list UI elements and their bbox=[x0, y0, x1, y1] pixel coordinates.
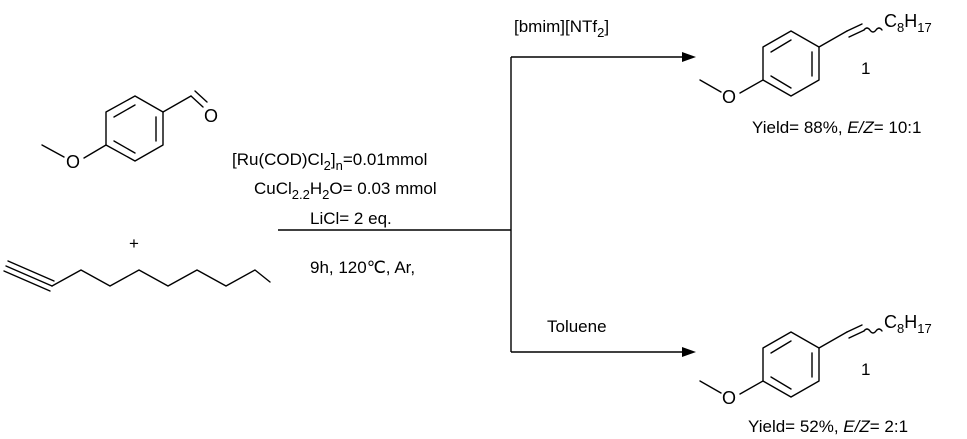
methyl-bond bbox=[41, 144, 65, 158]
plus-sign: + bbox=[129, 234, 139, 253]
decyne-structure bbox=[3, 260, 271, 292]
alkyl-chain bbox=[51, 269, 271, 287]
triple-bond-center bbox=[5, 265, 53, 287]
ring-double-bond bbox=[113, 140, 136, 154]
aryl-ether-bond bbox=[83, 144, 107, 159]
lower-arrowhead bbox=[682, 347, 696, 357]
upper-compound-number: 1 bbox=[861, 59, 870, 78]
product-ether-bond bbox=[739, 79, 764, 94]
upper-ether-oxygen-label: O bbox=[722, 87, 736, 107]
lower-solvent-label: Toluene bbox=[547, 317, 607, 336]
vinyl-double-bond-second bbox=[848, 330, 865, 339]
wavy-bond bbox=[863, 328, 883, 334]
cocatalyst-label: CuCl2.2H2O= 0.03 mmol bbox=[254, 179, 437, 202]
triple-bond-lower bbox=[3, 270, 51, 292]
catalyst-label: [Ru(COD)Cl2]n=0.01mmol bbox=[232, 150, 427, 173]
lower-product-structure: C8H17 O 1 bbox=[699, 312, 932, 408]
ether-oxygen-label: O bbox=[66, 152, 80, 172]
anisaldehyde-structure: O O bbox=[41, 90, 218, 172]
product-methyl-bond bbox=[699, 79, 722, 93]
product-ether-bond bbox=[739, 380, 764, 395]
vinyl-double-bond bbox=[846, 23, 863, 32]
lower-chain-label: C8H17 bbox=[884, 312, 932, 336]
upper-yield-label: Yield= 88%, E/Z= 10:1 bbox=[752, 118, 922, 137]
time-temperature-label: 9h, 120℃, Ar, bbox=[310, 258, 415, 277]
carbonyl-double-bond bbox=[194, 90, 208, 103]
lower-yield-label: Yield= 52%, E/Z= 2:1 bbox=[748, 417, 908, 436]
product-methyl-bond bbox=[699, 380, 722, 394]
ring-double-bond bbox=[770, 376, 792, 390]
triple-bond-upper bbox=[7, 260, 55, 282]
upper-solvent-label: [bmim][NTf2] bbox=[514, 17, 609, 40]
vinyl-bond bbox=[818, 30, 848, 48]
upper-product-structure: C8H17 O 1 bbox=[699, 11, 932, 107]
vinyl-bond bbox=[818, 331, 848, 349]
upper-arrowhead bbox=[682, 52, 696, 62]
additive-label: LiCl= 2 eq. bbox=[310, 209, 392, 228]
carbonyl-bond bbox=[190, 95, 204, 108]
upper-chain-label: C8H17 bbox=[884, 11, 932, 35]
vinyl-double-bond bbox=[846, 324, 863, 333]
wavy-bond bbox=[863, 27, 883, 33]
ring-double-bond bbox=[770, 39, 792, 53]
vinyl-double-bond-second bbox=[848, 29, 865, 38]
ring-double-bond bbox=[770, 75, 792, 89]
lower-ether-oxygen-label: O bbox=[722, 388, 736, 408]
aldehyde-bond bbox=[162, 95, 192, 113]
ring-double-bond bbox=[770, 340, 792, 354]
ring-double-bond bbox=[113, 104, 136, 118]
aldehyde-oxygen-label: O bbox=[204, 106, 218, 126]
lower-compound-number: 1 bbox=[861, 360, 870, 379]
